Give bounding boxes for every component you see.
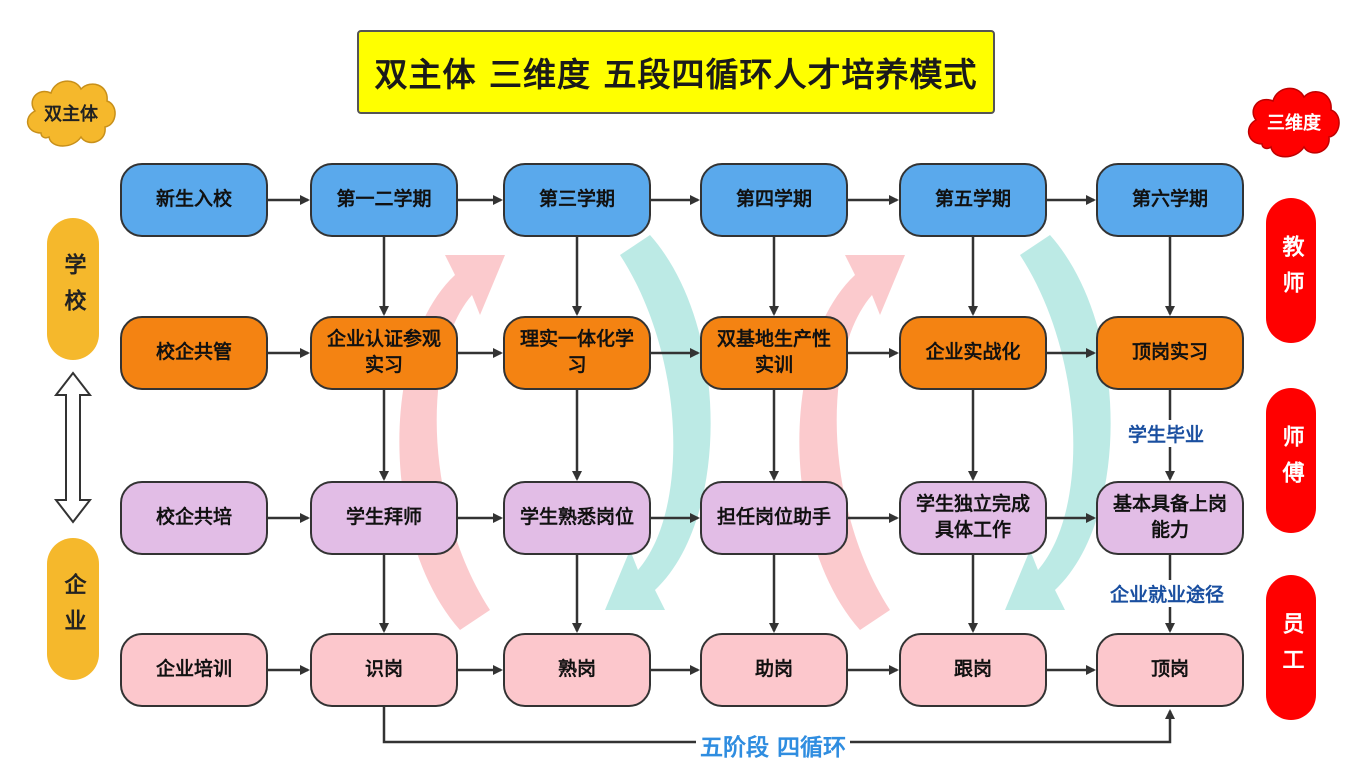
post-box-2: 熟岗: [503, 633, 651, 707]
practice-box-0: 校企共管: [120, 316, 268, 390]
page-title: 双主体 三维度 五段四循环人才培养模式: [357, 30, 995, 114]
left-cloud-label: 双主体: [44, 104, 98, 125]
master-pill: 师傅: [1266, 388, 1316, 533]
school-pill: 学校: [47, 218, 99, 360]
semester-box-3: 第四学期: [700, 163, 848, 237]
cycle-arrows: [399, 235, 1111, 630]
right-cloud-label: 三维度: [1267, 113, 1321, 134]
cycle-arrow-teal-1: [605, 235, 711, 610]
mentorship-box-4: 学生独立完成具体工作: [899, 481, 1047, 555]
practice-box-3: 双基地生产性实训: [700, 316, 848, 390]
left-cloud-shape: [26, 80, 116, 147]
practice-box-1: 企业认证参观实习: [310, 316, 458, 390]
enterprise-pill-label: 企业: [60, 573, 86, 645]
connector-arrows: [53, 195, 1175, 744]
mentorship-box-1: 学生拜师: [310, 481, 458, 555]
mentorship-box-3: 担任岗位助手: [700, 481, 848, 555]
employment-label: 企业就业途径: [1108, 580, 1227, 607]
mentorship-box-2: 学生熟悉岗位: [503, 481, 651, 555]
post-box-0: 企业培训: [120, 633, 268, 707]
school-enterprise-double-arrow: [53, 371, 93, 524]
cycle-arrow-teal-2: [1005, 235, 1111, 610]
bottom-label: 五阶段 四循环: [696, 728, 851, 762]
post-box-5: 顶岗: [1096, 633, 1244, 707]
teacher-pill: 教师: [1266, 198, 1316, 343]
post-box-4: 跟岗: [899, 633, 1047, 707]
graduation-label: 学生毕业: [1126, 420, 1207, 447]
semester-box-2: 第三学期: [503, 163, 651, 237]
cycle-arrow-pink-1: [399, 255, 505, 630]
cycle-arrow-pink-2: [799, 255, 905, 630]
school-pill-label: 学校: [60, 253, 86, 325]
post-box-1: 识岗: [310, 633, 458, 707]
semester-box-5: 第六学期: [1096, 163, 1244, 237]
semester-box-1: 第一二学期: [310, 163, 458, 237]
practice-box-5: 顶岗实习: [1096, 316, 1244, 390]
practice-box-4: 企业实战化: [899, 316, 1047, 390]
enterprise-pill: 企业: [47, 538, 99, 680]
right-cloud-shape: [1247, 87, 1340, 158]
mentorship-box-0: 校企共培: [120, 481, 268, 555]
master-pill-label: 师傅: [1278, 424, 1304, 497]
semester-box-4: 第五学期: [899, 163, 1047, 237]
teacher-pill-label: 教师: [1278, 234, 1304, 307]
employee-pill: 员工: [1266, 575, 1316, 720]
employee-pill-label: 员工: [1278, 611, 1304, 684]
semester-box-0: 新生入校: [120, 163, 268, 237]
practice-box-2: 理实一体化学习: [503, 316, 651, 390]
post-box-3: 助岗: [700, 633, 848, 707]
mentorship-box-5: 基本具备上岗能力: [1096, 481, 1244, 555]
